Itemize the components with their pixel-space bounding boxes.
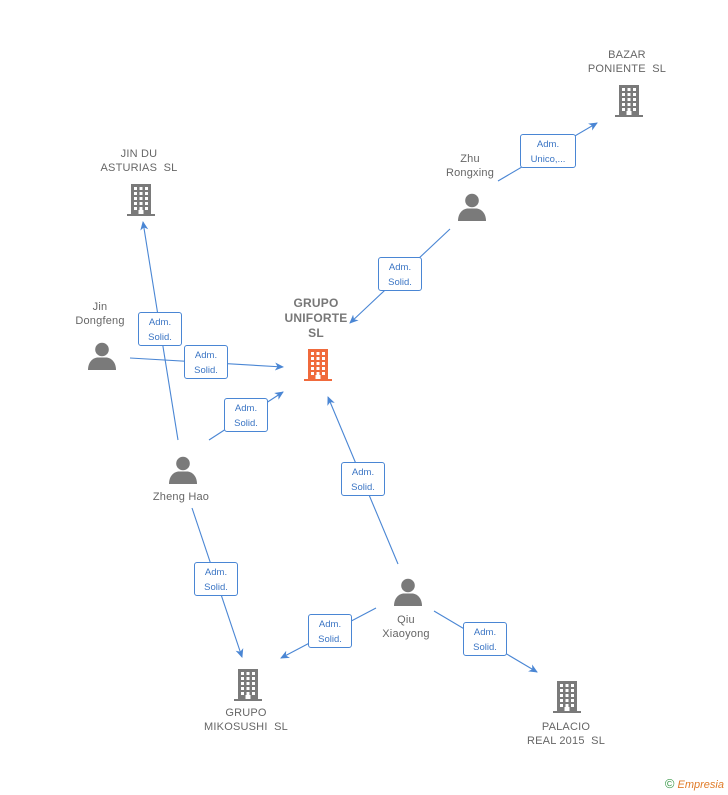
edge-label-qiu-to-palacio[interactable]: Adm. Solid.	[463, 622, 507, 656]
building-icon[interactable]	[234, 669, 262, 701]
edge-label-zheng-to-jindu[interactable]: Adm. Solid.	[138, 312, 182, 346]
edge-label-zhu-to-uniforte[interactable]: Adm. Solid.	[378, 257, 422, 291]
person-icon[interactable]	[169, 456, 197, 484]
edge-label-jin-to-uniforte[interactable]: Adm. Solid.	[184, 345, 228, 379]
building-icon[interactable]	[304, 349, 332, 381]
person-icon[interactable]	[458, 193, 486, 221]
building-icon[interactable]	[553, 681, 581, 713]
edge-label-zheng-to-mikosushi[interactable]: Adm. Solid.	[194, 562, 238, 596]
node-label-palacio[interactable]: PALACIO REAL 2015 SL	[526, 721, 606, 747]
building-icon[interactable]	[615, 85, 643, 117]
edge-label-qiu-to-mikosushi[interactable]: Adm. Solid.	[308, 614, 352, 648]
person-icon[interactable]	[88, 342, 116, 370]
node-label-zheng[interactable]: Zheng Hao	[152, 491, 210, 503]
node-label-jin[interactable]: Jin Dongfeng	[75, 301, 125, 327]
node-label-bazar[interactable]: BAZAR PONIENTE SL	[587, 49, 667, 75]
node-label-jindu[interactable]: JIN DU ASTURIAS SL	[100, 148, 178, 174]
edge-label-qiu-to-uniforte[interactable]: Adm. Solid.	[341, 462, 385, 496]
copyright-icon: ©	[664, 776, 675, 791]
node-label-qiu[interactable]: Qiu Xiaoyong	[382, 614, 430, 640]
brand-logo[interactable]: Empresia	[677, 779, 724, 791]
node-label-mikosushi[interactable]: GRUPO MIKOSUSHI SL	[204, 707, 288, 733]
building-icon[interactable]	[127, 184, 155, 216]
node-label-zhu[interactable]: Zhu Rongxing	[445, 153, 495, 179]
nodes-layer	[88, 85, 643, 713]
footer: © Empresia	[665, 776, 724, 791]
node-label-uniforte[interactable]: GRUPO UNIFORTE SL	[284, 296, 348, 340]
edge-label-zhu-to-bazar[interactable]: Adm. Unico,...	[520, 134, 576, 168]
edge-label-zheng-to-uniforte[interactable]: Adm. Solid.	[224, 398, 268, 432]
person-icon[interactable]	[394, 578, 422, 606]
